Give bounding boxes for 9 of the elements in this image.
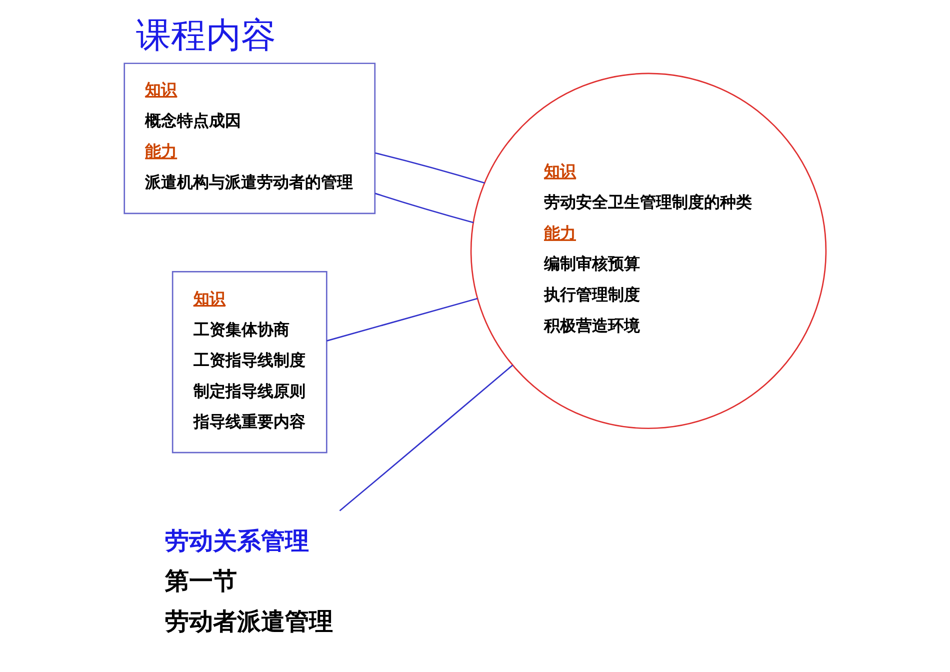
node-box: 知识 工资集体协商 工资指导线制度 制定指导线原则 指导线重要内容: [172, 271, 328, 454]
diagram-title: 课程内容: [136, 16, 276, 56]
node-box: 知识 概念特点成因 能力 派遣机构与派遣劳动者的管理: [124, 62, 376, 214]
connector: [339, 364, 514, 512]
node-text: 劳动关系管理 第一节 劳动者派遣管理: [165, 526, 334, 636]
connector: [375, 192, 474, 224]
connector: [326, 298, 478, 342]
node-circle: 知识 劳动安全卫生管理制度的种类 能力 编制审核预算 执行管理制度 积极营造环境: [470, 72, 827, 430]
connector: [375, 152, 485, 184]
